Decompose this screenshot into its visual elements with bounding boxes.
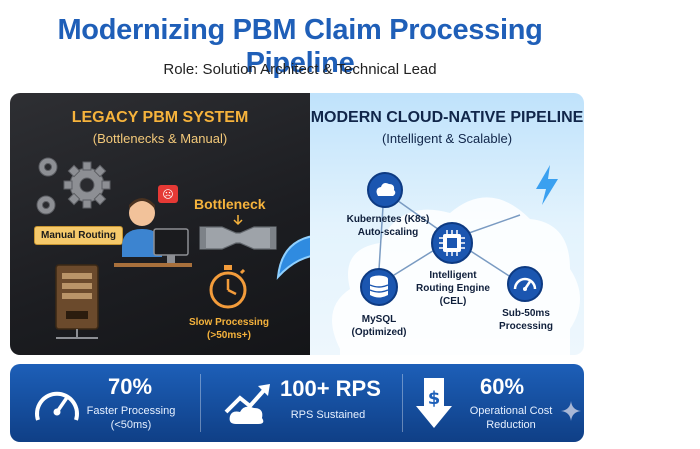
stopwatch-icon <box>209 265 247 309</box>
metric-cost-value: 60% <box>480 374 525 399</box>
modern-section: MODERN CLOUD-NATIVE PIPELINE (Intelligen… <box>310 93 584 355</box>
metric-divider <box>200 374 201 432</box>
routing-engine-line2: Routing Engine <box>416 283 490 294</box>
metric-faster-label: Faster Processing (<50ms) <box>76 404 186 432</box>
metric-rps-label: RPS Sustained <box>278 408 378 422</box>
dollar-down-icon: $ <box>416 378 452 428</box>
manual-routing-tag: Manual Routing <box>34 226 123 245</box>
sub50ms-line1: Sub-50ms <box>502 308 550 319</box>
metric-divider <box>402 374 403 432</box>
server-icon <box>55 264 99 339</box>
slow-processing-label: Slow Processing (>50ms+) <box>184 316 274 342</box>
kubernetes-label: Kubernetes (K8s) Auto-scaling <box>340 213 436 239</box>
legacy-title: LEGACY PBM SYSTEM <box>71 109 249 126</box>
gears-icon <box>36 157 111 215</box>
speed-gauge-icon <box>507 266 543 302</box>
routing-engine-line1: Intelligent <box>429 270 477 281</box>
metrics-bar: 70% Faster Processing (<50ms) 100+ RPS R… <box>10 364 584 442</box>
metric-faster-line1: Faster Processing <box>86 405 176 417</box>
mysql-line2: (Optimized) <box>351 327 407 338</box>
kubernetes-line2: Auto-scaling <box>357 227 419 238</box>
svg-text:$: $ <box>428 388 441 409</box>
svg-text:☹: ☹ <box>162 188 173 201</box>
bottleneck-label: Bottleneck <box>194 196 266 212</box>
sub50ms-line2: Processing <box>499 321 553 332</box>
slow-processing-line2: (>50ms+) <box>207 330 251 341</box>
page-title: Modernizing PBM Claim Processing Pipelin… <box>57 14 543 79</box>
mysql-line1: MySQL <box>361 314 397 325</box>
metric-cost-label: Operational Cost Reduction <box>456 404 566 432</box>
modern-subtitle: (Intelligent & Scalable) <box>381 131 513 146</box>
routing-engine-chip-icon <box>431 222 473 264</box>
legacy-section: LEGACY PBM SYSTEM (Bottlenecks & Manual) <box>10 93 310 355</box>
routing-engine-line3: (CEL) <box>439 296 467 307</box>
page-subtitle: Role: Solution Architect & Technical Lea… <box>163 61 437 78</box>
metric-faster-value: 70% <box>108 374 153 399</box>
slow-processing-line1: Slow Processing <box>188 317 270 328</box>
metric-faster-line2: (<50ms) <box>110 419 152 431</box>
mysql-database-icon <box>360 268 398 306</box>
metric-cost-line1: Operational Cost <box>469 405 553 417</box>
mysql-label: MySQL (Optimized) <box>340 313 418 339</box>
sparkle-icon <box>561 401 581 421</box>
kubernetes-line1: Kubernetes (K8s) <box>346 214 430 225</box>
legacy-subtitle: (Bottlenecks & Manual) <box>92 131 228 146</box>
lightning-icon <box>536 165 558 205</box>
modern-title: MODERN CLOUD-NATIVE PIPELINE <box>310 109 584 126</box>
growth-chart-cloud-icon <box>224 384 270 424</box>
metric-rps-value: 100+ RPS <box>280 376 381 401</box>
stressed-operator-icon: ☹ <box>114 185 192 267</box>
pipe-bottleneck-icon <box>199 215 277 250</box>
routing-engine-label: Intelligent Routing Engine (CEL) <box>410 269 496 308</box>
metric-cost-line2: Reduction <box>486 419 536 431</box>
speedometer-icon <box>35 391 79 421</box>
sub50ms-label: Sub-50ms Processing <box>486 307 566 333</box>
comparison-panel: LEGACY PBM SYSTEM (Bottlenecks & Manual) <box>10 93 584 355</box>
metric-rps-line1: RPS Sustained <box>290 409 366 421</box>
kubernetes-cloud-icon <box>367 172 403 208</box>
